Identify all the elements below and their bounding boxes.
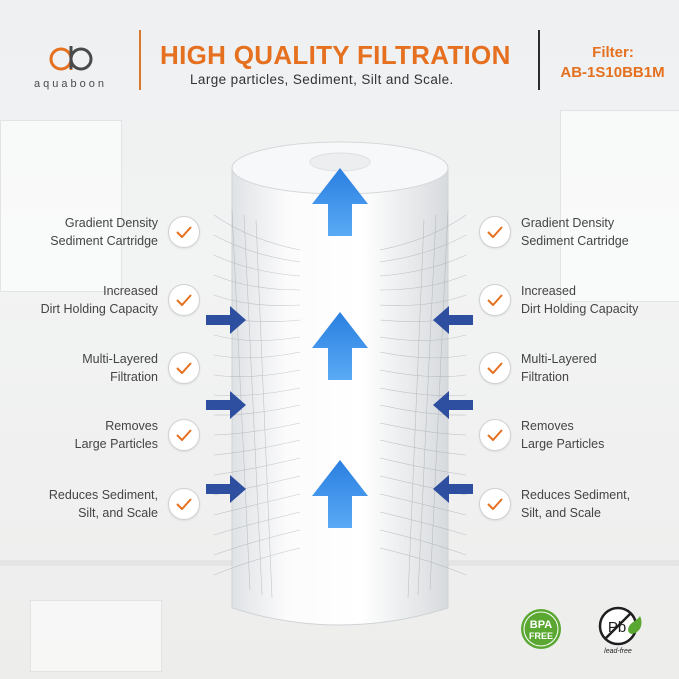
- bpa-free-badge: BPA FREE: [520, 608, 562, 650]
- page-subtitle: Large particles, Sediment, Silt and Scal…: [190, 72, 454, 87]
- feature-text: Increased Dirt Holding Capacity: [521, 282, 638, 318]
- feature-line: Large Particles: [521, 437, 605, 451]
- background-window: [560, 110, 679, 302]
- feature-line: Filtration: [521, 370, 569, 384]
- check-icon: [168, 216, 200, 248]
- feature-line: Gradient Density: [521, 216, 615, 230]
- feature-line: Filtration: [110, 370, 158, 384]
- inflow-arrow-icon: [433, 306, 473, 334]
- inflow-arrow-icon: [433, 391, 473, 419]
- feature-line: Reduces Sediment,: [521, 488, 631, 502]
- page-title: HIGH QUALITY FILTRATION: [160, 40, 511, 70]
- header-divider: [538, 30, 540, 90]
- check-icon: [479, 284, 511, 316]
- feature-text: Removes Large Particles: [521, 417, 604, 453]
- inflow-arrow-icon: [206, 475, 246, 503]
- bpa-badge-line2: FREE: [529, 631, 553, 641]
- feature-text: Multi-Layered Filtration: [82, 350, 158, 386]
- check-icon: [168, 419, 200, 451]
- filter-model-code: AB-1S10BB1M: [560, 64, 665, 81]
- feature-line: Sediment Cartridge: [521, 234, 629, 248]
- feature-line: Removes: [105, 419, 158, 433]
- feature-left-gradient-density: Gradient Density Sediment Cartridge: [0, 214, 200, 250]
- feature-right-sediment: Reduces Sediment, Silt, and Scale: [479, 486, 679, 522]
- feature-right-multi-layered: Multi-Layered Filtration: [479, 350, 679, 386]
- check-icon: [479, 216, 511, 248]
- feature-text: Increased Dirt Holding Capacity: [41, 282, 158, 318]
- feature-left-sediment: Reduces Sediment, Silt, and Scale: [0, 486, 200, 522]
- feature-line: Silt, and Scale: [78, 506, 158, 520]
- feature-line: Multi-Layered: [82, 352, 158, 366]
- feature-line: Dirt Holding Capacity: [521, 302, 639, 316]
- feature-line: Dirt Holding Capacity: [40, 302, 158, 316]
- feature-line: Increased: [103, 284, 158, 298]
- feature-text: Reduces Sediment, Silt, and Scale: [49, 486, 158, 522]
- check-icon: [479, 488, 511, 520]
- feature-left-multi-layered: Multi-Layered Filtration: [0, 350, 200, 386]
- up-arrow-icon: [312, 168, 368, 236]
- header: aquaboon HIGH QUALITY FILTRATION Large p…: [0, 0, 679, 110]
- feature-text: Multi-Layered Filtration: [521, 350, 597, 386]
- lead-symbol: Pb: [608, 619, 626, 636]
- check-icon: [479, 419, 511, 451]
- header-divider: [139, 30, 141, 90]
- brand-name: aquaboon: [34, 78, 107, 90]
- inflow-arrow-icon: [206, 391, 246, 419]
- check-icon: [168, 284, 200, 316]
- feature-line: Silt, and Scale: [521, 506, 601, 520]
- background-cabinet: [30, 600, 162, 672]
- check-icon: [479, 352, 511, 384]
- feature-left-large-particles: Removes Large Particles: [0, 417, 200, 453]
- lead-free-caption: lead-free: [604, 648, 632, 655]
- feature-line: Increased: [521, 284, 576, 298]
- filter-label: Filter:: [592, 44, 634, 61]
- background-cabinet: [0, 120, 122, 292]
- brand-logo: [48, 44, 96, 72]
- leaf-icon: [628, 616, 642, 634]
- check-icon: [168, 352, 200, 384]
- up-arrow-icon: [312, 312, 368, 380]
- feature-right-dirt-holding: Increased Dirt Holding Capacity: [479, 282, 679, 318]
- feature-line: Gradient Density: [64, 216, 158, 230]
- check-icon: [168, 488, 200, 520]
- feature-line: Large Particles: [74, 437, 158, 451]
- feature-text: Gradient Density Sediment Cartridge: [50, 214, 158, 250]
- feature-right-large-particles: Removes Large Particles: [479, 417, 679, 453]
- feature-right-gradient-density: Gradient Density Sediment Cartridge: [479, 214, 679, 250]
- feature-line: Removes: [521, 419, 574, 433]
- inflow-arrow-icon: [433, 475, 473, 503]
- filter-mesh-lines: [213, 209, 467, 599]
- bpa-badge-line1: BPA: [530, 619, 552, 631]
- inflow-arrow-icon: [206, 306, 246, 334]
- feature-text: Reduces Sediment, Silt, and Scale: [521, 486, 630, 522]
- feature-left-dirt-holding: Increased Dirt Holding Capacity: [0, 282, 200, 318]
- feature-line: Reduces Sediment,: [48, 488, 158, 502]
- feature-text: Removes Large Particles: [75, 417, 158, 453]
- lead-free-badge: Pb lead-free: [596, 604, 644, 656]
- feature-line: Multi-Layered: [521, 352, 597, 366]
- feature-text: Gradient Density Sediment Cartridge: [521, 214, 629, 250]
- up-arrow-icon: [312, 460, 368, 528]
- feature-line: Sediment Cartridge: [50, 234, 158, 248]
